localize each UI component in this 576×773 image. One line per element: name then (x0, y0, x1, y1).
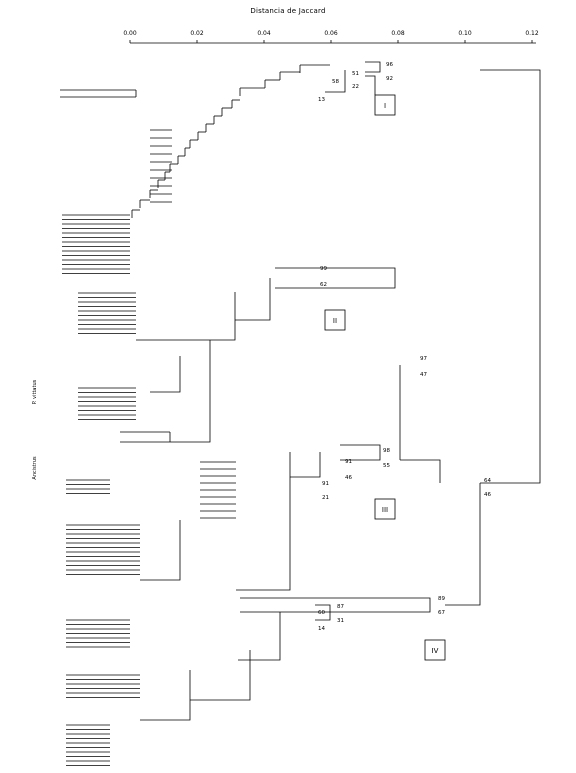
tick-label-0: 0.00 (123, 30, 137, 37)
bs-g4-f: 67 (438, 610, 445, 616)
tick-label-2: 0.04 (257, 30, 271, 37)
bs-root-top: 64 (484, 478, 491, 484)
tick-label-3: 0.06 (324, 30, 338, 37)
branch (240, 597, 431, 613)
tick-label-6: 0.12 (525, 30, 539, 37)
bs-g3-a: 98 (383, 448, 390, 454)
branch (140, 670, 191, 721)
svg-text:IV: IV (432, 647, 439, 655)
bs-g4-a: 87 (337, 604, 344, 610)
svg-text:II: II (333, 317, 337, 325)
side-label-species-a: P. vittatus (32, 379, 38, 404)
svg-text:I: I (384, 102, 386, 110)
bs-g4-e: 89 (438, 596, 445, 602)
branch (275, 267, 396, 289)
bs-g3-d: 46 (345, 475, 352, 481)
tree-branches (60, 61, 541, 766)
bs-g4-b: 31 (337, 618, 344, 624)
branch (315, 604, 331, 621)
tick-label-5: 0.10 (458, 30, 472, 37)
branch (235, 278, 271, 321)
bs-g4-d: 14 (318, 626, 325, 632)
branch (136, 292, 236, 341)
group-box-III: III (374, 498, 396, 520)
bootstrap-values: 96 92 51 58 22 13 99 62 97 47 98 91 55 4… (318, 62, 491, 632)
branch (365, 75, 376, 95)
chart-title: Distancia de Jaccard (250, 7, 326, 15)
branch (480, 69, 541, 484)
branch (365, 61, 381, 73)
bs-g2-top: 99 (320, 266, 327, 272)
bs-g23-bottom: 47 (420, 372, 427, 378)
branch (60, 89, 137, 98)
branch (238, 612, 281, 661)
bs-g1-top: 96 (386, 62, 393, 68)
bs-g2-bottom: 62 (320, 282, 327, 288)
side-label-species-b: Ancistrus (32, 456, 38, 480)
branch (120, 431, 171, 443)
group-box-IV: IV (424, 639, 446, 661)
bs-g1-bottom: 92 (386, 76, 393, 82)
distance-axis (129, 40, 536, 44)
tick-label-1: 0.02 (190, 30, 204, 37)
bs-g3-c: 55 (383, 463, 390, 469)
bs-g1-c: 22 (352, 84, 359, 90)
branch (340, 444, 381, 461)
svg-text:III: III (382, 506, 388, 514)
bs-g1-a: 51 (352, 71, 359, 77)
bs-g3-e: 91 (322, 481, 329, 487)
bs-g4-c: 60 (318, 610, 325, 616)
group-box-II: II (324, 309, 346, 331)
branch (325, 70, 346, 93)
branch (190, 650, 251, 701)
bs-g23-top: 97 (420, 356, 427, 362)
branch (150, 356, 181, 393)
bs-g1-b: 58 (332, 79, 339, 85)
group-box-I: I (374, 94, 396, 116)
bs-root-bottom: 46 (484, 492, 491, 498)
branch (236, 452, 291, 591)
bs-g3-f: 21 (322, 495, 329, 501)
tick-labels: 0.00 0.02 0.04 0.06 0.08 0.10 0.12 (123, 30, 539, 37)
branch (170, 340, 211, 443)
bs-g3-b: 91 (345, 459, 352, 465)
branch (445, 483, 481, 606)
branch (140, 520, 181, 581)
bs-g1-d: 13 (318, 97, 325, 103)
branch (290, 452, 321, 478)
branch (400, 459, 441, 483)
tick-label-4: 0.08 (391, 30, 405, 37)
